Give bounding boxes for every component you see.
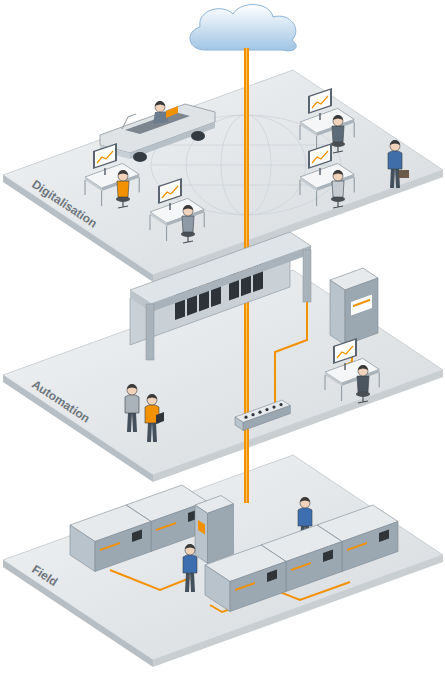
briefcase: [399, 170, 409, 178]
workstation: [325, 338, 379, 403]
convertible-car: [153, 112, 168, 124]
convertible-car: [155, 101, 165, 106]
cabinet-wiring: [275, 302, 307, 412]
standing-person: [388, 140, 402, 188]
workstation: [300, 143, 354, 208]
tablet: [156, 412, 164, 424]
field-floor: [3, 455, 443, 667]
control-terminal: [208, 504, 234, 564]
network-switch: [244, 416, 247, 419]
control-cabinet-frame: [130, 232, 311, 304]
network-switch: [279, 403, 282, 406]
operator-panel-cabinet: [330, 268, 378, 345]
automation-floor: [3, 375, 153, 482]
network-switch: [265, 408, 268, 411]
convertible-car: [100, 101, 215, 162]
convertible-car: [166, 106, 178, 118]
control-cabinet-frame: [151, 246, 311, 312]
field-floor: [3, 560, 153, 667]
field-floor: [3, 455, 443, 660]
field-wiring: [110, 570, 190, 590]
operator-panel-cabinet: [353, 299, 370, 307]
control-terminal: [195, 505, 208, 563]
floor-label: Automation: [29, 377, 37, 389]
network-switch: [235, 417, 243, 431]
operator-panel-cabinet: [345, 278, 378, 345]
control-cabinet-frame: [130, 232, 311, 360]
convertible-car: [155, 102, 165, 112]
machine-module: [70, 505, 151, 572]
network-switch: [251, 413, 254, 416]
convertible-car: [133, 152, 147, 162]
standing-person: [183, 544, 197, 592]
network-switch: [272, 406, 275, 409]
floor-label: Field: [29, 562, 37, 574]
digitalisation-floor: [3, 70, 443, 275]
machine-module: [205, 545, 286, 612]
floor-label: Digitalisation: [29, 177, 37, 189]
operator-panel-cabinet: [330, 280, 345, 345]
convertible-car: [191, 131, 205, 141]
workstation: [150, 178, 204, 243]
control-cabinet-frame: [146, 304, 154, 360]
standing-person: [125, 384, 139, 432]
digitalisation-floor: [3, 175, 153, 282]
control-terminal: [198, 520, 205, 535]
network-switch: [243, 406, 290, 431]
control-terminal: [195, 496, 234, 564]
network-switch: [235, 400, 290, 431]
control-cabinet-frame: [303, 250, 311, 302]
digitalisation-floor: [3, 70, 443, 282]
cloud: [190, 5, 296, 51]
convertible-car: [125, 112, 190, 134]
operator-panel-cabinet: [351, 294, 372, 315]
convertible-car: [122, 114, 136, 129]
workstation: [85, 143, 139, 208]
workstation: [300, 88, 354, 153]
network-switch: [258, 411, 261, 414]
